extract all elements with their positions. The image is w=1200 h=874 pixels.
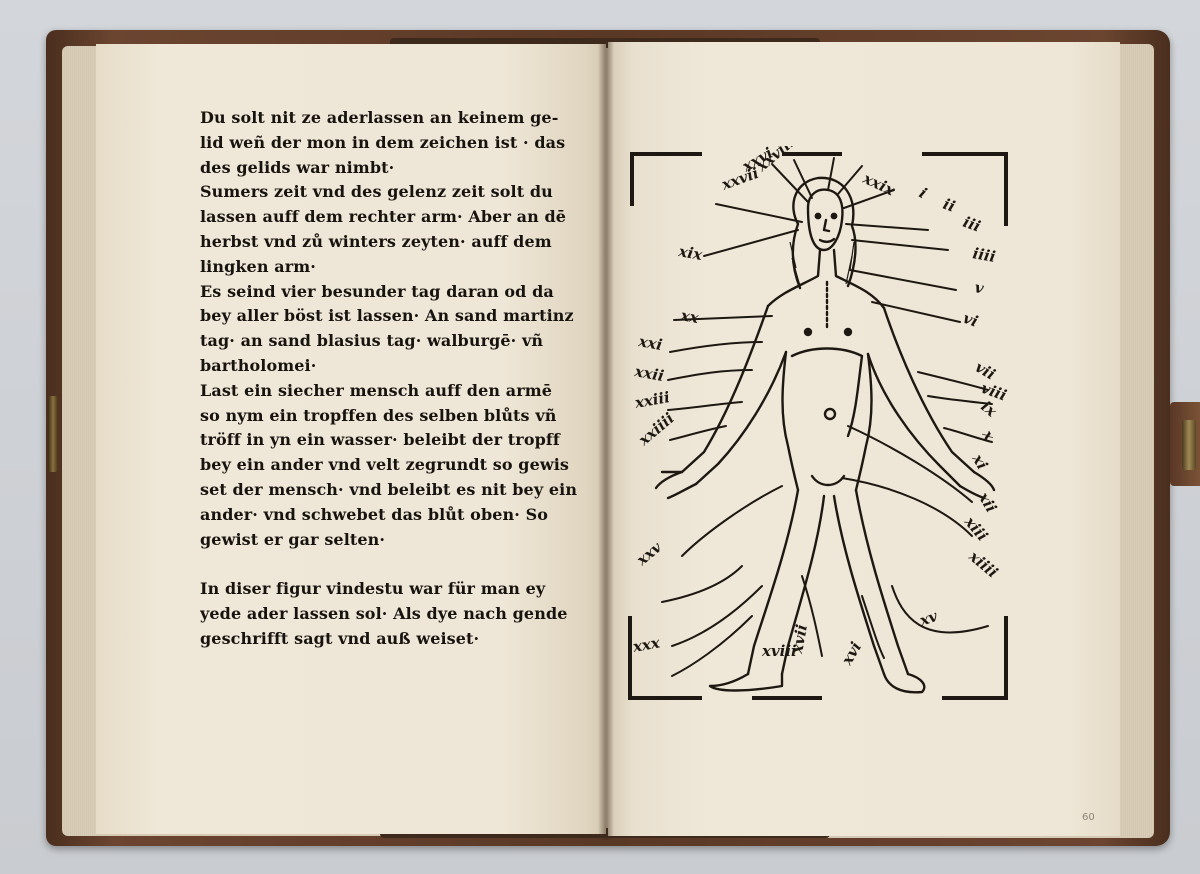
vein-label: iiii [971,244,997,266]
vein-label: xxi [636,332,664,354]
vein-label: xv [916,607,940,630]
clasp-left [48,396,58,472]
vein-label: xvii [788,623,811,656]
text-line: set der mensch· vnd beleibt es nit bey e… [200,479,578,499]
vein-label: v [973,278,985,297]
text-line: lid weñ der mon in dem zeichen ist · das [200,132,566,152]
text-line: Es seind vier besunder tag daran od da [200,281,554,301]
text-line: geschrifft sagt vnd auß weiset· [200,628,480,648]
vein-label: iii [961,213,984,236]
text-line: herbst vnd zů winters zeyten· auff dem [200,231,552,251]
woodcut-frame [628,152,1008,700]
vein-label: xxiiii [634,409,678,450]
vein-label: xx [678,306,701,327]
vein-label: xviii [761,642,797,660]
vein-label: xxx [631,633,663,656]
text-line: In diser figur vindestu war für man ey [200,579,546,599]
vein-label: xxv [632,538,665,570]
vein-label: xiiii [965,547,1002,582]
book-gutter [598,40,614,840]
vein-label: xxii [632,362,665,385]
text-line: bey ein ander vnd velt zegrundt so gewis [200,455,570,475]
text-line: tröff in yn ein wasser· beleibt der trop… [200,430,560,450]
text-line: tag· an sand blasius tag· walburgē· vñ [200,331,544,351]
clasp-metal-right [1182,420,1196,470]
vein-label: xix [676,242,704,264]
vein-pointer-lines [661,157,993,677]
text-line: des gelids war nimbt· [200,157,395,177]
vein-label: xxvii [718,164,761,194]
text-line: bey aller böst ist lassen· An sand marti… [200,306,574,326]
text-line: gewist er gar selten· [200,529,386,549]
vein-label: xvi [837,639,865,669]
text-line: Du solt nit ze aderlassen an keinem ge- [200,108,559,127]
blackletter-text: Du solt nit ze aderlassen an keinem ge-l… [200,106,586,652]
vein-label: ii [941,195,958,216]
folio-number: 60 [1082,812,1095,823]
woodcut-hatching [789,241,855,287]
text-line: bartholomei· [200,355,317,375]
vein-label: xii [974,488,1000,516]
text-line: Last ein siecher mensch auff den armē [200,380,553,400]
text-line: so nym ein tropffen des selben blůts vñ [200,405,557,425]
vein-label: xiii [960,512,991,545]
headband [390,38,820,48]
left-page [96,44,606,834]
text-line: lassen auff dem rechter arm· Aber an dē [200,207,567,227]
vein-label: vi [961,309,981,331]
text-line: ander· vnd schwebet das blůt oben· So [200,504,549,524]
text-line: yede ader lassen sol· Als dye nach gende [200,603,568,623]
right-page [608,42,1120,836]
vein-label: i [916,184,930,203]
text-line: lingken arm· [200,256,316,276]
text-line: Sumers zeit vnd des gelenz zeit solt du [200,182,553,202]
text-line [200,552,586,577]
